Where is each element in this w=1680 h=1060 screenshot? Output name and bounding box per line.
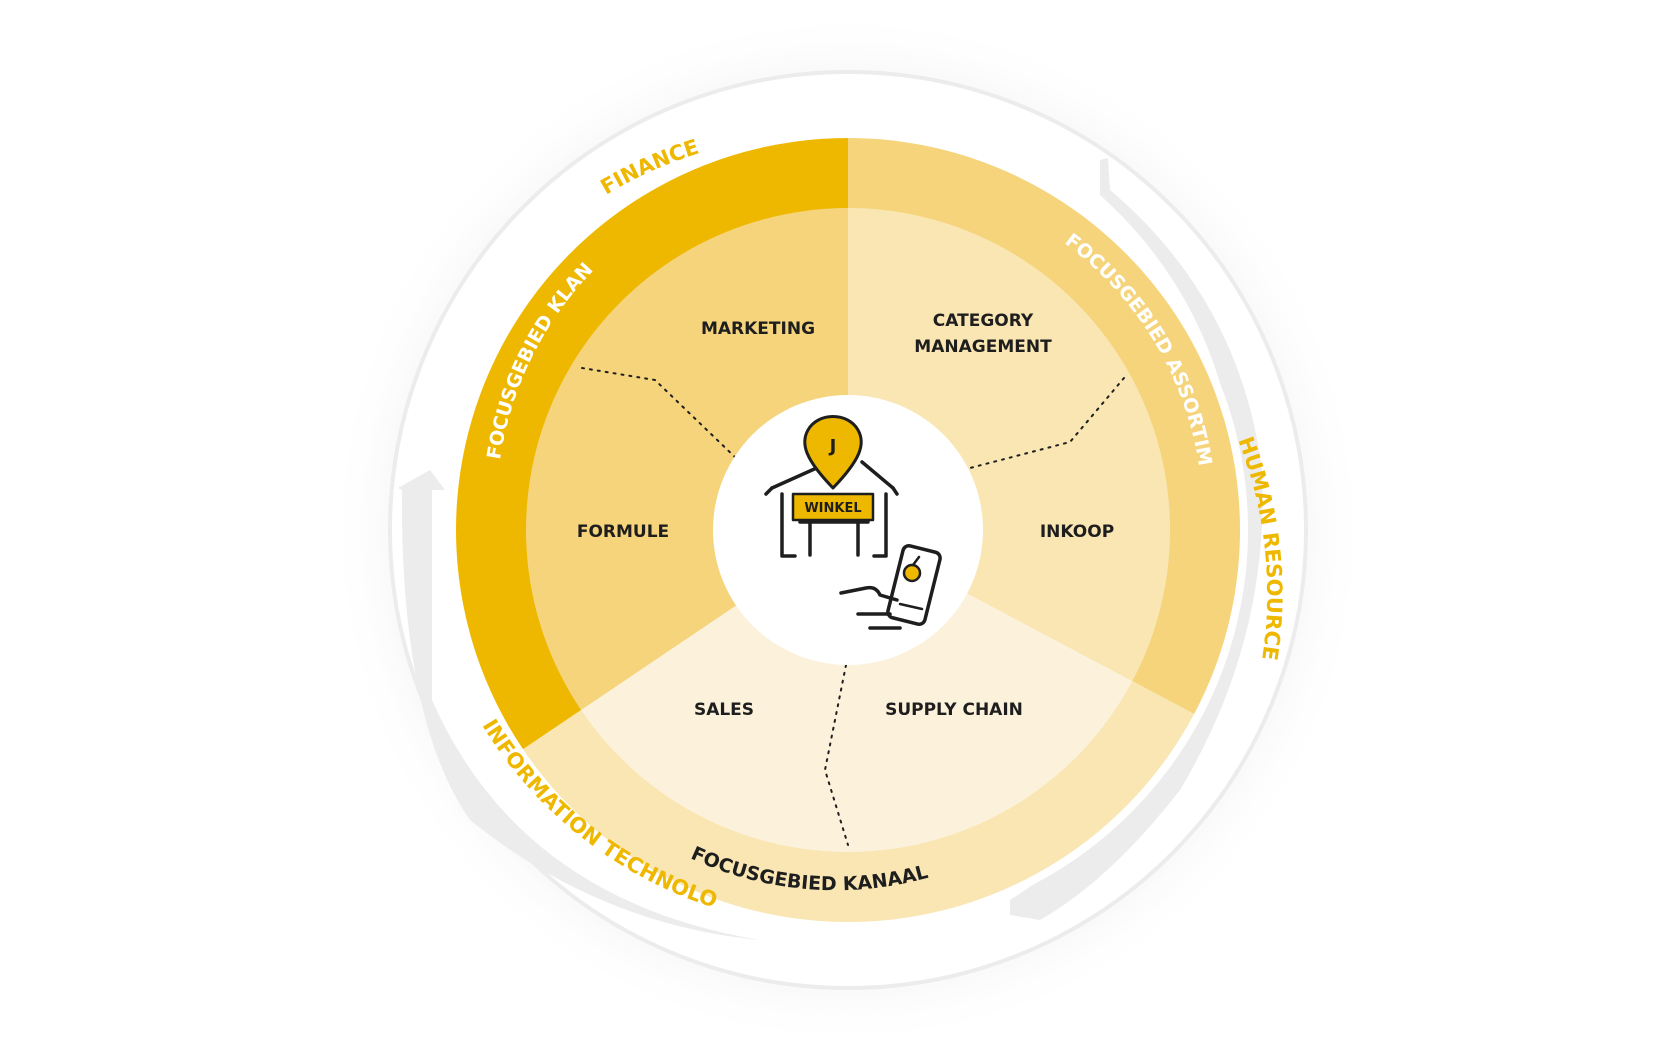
center-illustration bbox=[764, 415, 942, 630]
cycle-arrows bbox=[398, 158, 1263, 940]
divider-sales-supply bbox=[823, 664, 849, 846]
segment-area-kanaal[interactable] bbox=[581, 530, 1133, 852]
label-category-line2[interactable]: MANAGEMENT bbox=[914, 337, 1052, 357]
segment-dividers bbox=[581, 367, 1125, 846]
cycle-arrow-right bbox=[1010, 158, 1263, 920]
label-sales[interactable]: SALES bbox=[694, 700, 754, 720]
divider-category-inkoop bbox=[969, 377, 1125, 469]
label-formule[interactable]: FORMULE bbox=[577, 522, 669, 542]
segment-area-klant[interactable] bbox=[526, 208, 848, 711]
label-inkoop[interactable]: INKOOP bbox=[1040, 522, 1114, 542]
location-pin-icon bbox=[803, 415, 863, 490]
segment-labels: MARKETING CATEGORY MANAGEMENT FORMULE IN… bbox=[577, 311, 1114, 720]
center-texts: J WINKEL bbox=[804, 436, 861, 516]
hand-icon bbox=[839, 585, 902, 630]
label-category-line1[interactable]: CATEGORY bbox=[933, 311, 1034, 331]
store-icon bbox=[764, 460, 899, 558]
pin-letter: J bbox=[828, 436, 837, 457]
divider-marketing-formule bbox=[581, 367, 739, 461]
store-sign-text: WINKEL bbox=[804, 501, 861, 516]
smartphone-icon bbox=[886, 544, 942, 626]
label-marketing[interactable]: MARKETING bbox=[701, 319, 815, 339]
apple-icon bbox=[902, 555, 922, 583]
cycle-arrow-left bbox=[398, 470, 760, 940]
label-supply-chain[interactable]: SUPPLY CHAIN bbox=[885, 700, 1023, 720]
store-sign bbox=[791, 492, 875, 522]
